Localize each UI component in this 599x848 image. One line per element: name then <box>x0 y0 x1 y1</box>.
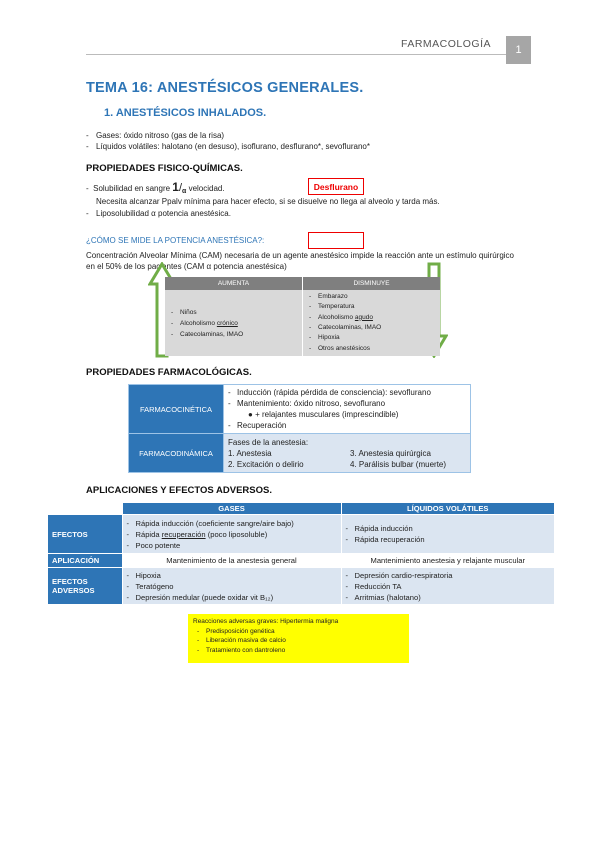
list-item: Catecolaminas, IMAO <box>171 329 301 340</box>
item-text: Alcoholismo <box>180 319 217 327</box>
cam-table: AUMENTA DISMINUYE Niños Alcoholismo crón… <box>165 277 440 356</box>
phase-item: 1. Anestesia <box>228 448 272 458</box>
list-item: Alcoholismo agudo <box>309 313 439 324</box>
list-item: Niños <box>171 307 301 318</box>
list-item: Rápida recuperación (poco liposoluble) <box>127 529 337 540</box>
desflurano-box: Desflurano <box>308 178 364 195</box>
row-efectos-label: EFECTOS <box>47 514 123 554</box>
efectos-liquidos: Rápida inducción Rápida recuperación <box>340 514 555 554</box>
list-item: Arritmias (halotano) <box>346 592 551 603</box>
header-title: FARMACOLOGÍA <box>400 38 491 50</box>
list-item: Tratamiento con dantroleno <box>197 646 404 656</box>
list-item: Liberación masiva de calcio <box>197 636 404 646</box>
potency-text: Concentración Alveolar Mínima (CAM) nece… <box>86 251 514 271</box>
list-item: Temperatura <box>309 302 439 313</box>
apps-table: GASES LÍQUIDOS VOLÁTILES EFECTOS Rápida … <box>47 502 555 605</box>
farmacocinetica-cell: Inducción (rápida pérdida de consciencia… <box>223 384 471 434</box>
adversos-liquidos: Depresión cardio-respiratoria Reducción … <box>340 567 555 605</box>
col-aumenta: AUMENTA <box>165 277 303 290</box>
lipo-list: Liposolubilidad α potencia anestésica. <box>86 208 386 219</box>
list-item: Líquidos volátiles: halotano (en desuso)… <box>86 141 506 152</box>
item-text: Alcoholismo <box>318 313 355 321</box>
label-farmacodinamica: FARMACODINÁMICA <box>128 433 224 473</box>
row-adversos-label: EFECTOS ADVERSOS <box>47 567 123 605</box>
item-text: + relajantes musculares (imprescindible) <box>255 410 399 419</box>
fraction-den: α <box>182 188 187 195</box>
aumenta-cell: Niños Alcoholismo crónico Catecolaminas,… <box>165 290 303 356</box>
list-item: Gases: óxido nitroso (gas de la risa) <box>86 130 506 141</box>
col-gases: GASES <box>121 502 342 515</box>
list-item: Poco potente <box>127 540 337 551</box>
list-item: Otros anestésicos <box>309 344 439 355</box>
list-item: Liposolubilidad α potencia anestésica. <box>86 208 386 219</box>
kin-sub-item: ● + relajantes musculares (imprescindibl… <box>248 410 399 419</box>
solubility-line: - Solubilidad en sangre 1/α velocidad. <box>86 180 225 195</box>
item-underlined: recuperación <box>161 529 206 539</box>
aplicacion-liquidos: Mantenimiento anestesia y relajante musc… <box>340 553 555 568</box>
disminuye-cell: Embarazo Temperatura Alcoholismo agudo C… <box>302 290 440 356</box>
physchem-heading: PROPIEDADES FISICO-QUÍMICAS. <box>86 163 243 174</box>
halotano-box <box>308 232 364 249</box>
list-item: Alcoholismo crónico <box>171 318 301 329</box>
efectos-gases: Rápida inducción (coeficiente sangre/air… <box>121 514 342 554</box>
list-item: Recuperación <box>228 420 466 431</box>
list-item: Depresión medular (puede oxidar vit B₁₂) <box>127 592 337 603</box>
phase-item: 3. Anestesia quirúrgica <box>350 448 431 458</box>
solubility-note: Necesita alcanzar Ppalv mínima para hace… <box>96 197 440 206</box>
col-liquidos: LÍQUIDOS VOLÁTILES <box>340 502 555 515</box>
list-item: Depresión cardio-respiratoria <box>346 570 551 581</box>
list-item: Hipoxia <box>309 333 439 344</box>
header-divider <box>86 54 506 55</box>
item-underlined: agudo <box>354 313 373 321</box>
pharm-table: FARMACOCINÉTICA Inducción (rápida pérdid… <box>128 384 471 473</box>
solubility-suffix: velocidad. <box>188 184 225 193</box>
list-item: Rápida inducción (coeficiente sangre/air… <box>127 518 337 529</box>
phase-item: 2. Excitación o delirio <box>228 459 304 469</box>
intro-list: Gases: óxido nitroso (gas de la risa) Lí… <box>86 130 506 152</box>
list-item: Reducción TA <box>346 581 551 592</box>
apps-heading: APLICACIONES Y EFECTOS ADVERSOS. <box>86 485 272 496</box>
list-item: Catecolaminas, IMAO <box>309 323 439 334</box>
corner-cell <box>47 502 122 515</box>
item-tail: (poco liposoluble) <box>205 529 268 539</box>
warning-title: Reacciones adversas graves: Hipertermia … <box>193 618 339 625</box>
item-underlined: crónico <box>216 319 238 327</box>
list-item: Hipoxia <box>127 570 337 581</box>
fraction-num: 1 <box>172 180 179 194</box>
item-text: Rápida <box>135 529 162 539</box>
phase-item: 4. Parálisis bulbar (muerte) <box>350 459 447 469</box>
potency-question: ¿CÓMO SE MIDE LA POTENCIA ANESTÉSICA?: <box>86 236 265 245</box>
phases-title: Fases de la anestesia: <box>228 437 309 447</box>
list-item: Inducción (rápida pérdida de consciencia… <box>228 387 466 398</box>
list-item: Predisposición genética <box>197 627 404 637</box>
col-disminuye: DISMINUYE <box>302 277 440 290</box>
list-item: Rápida recuperación <box>346 534 551 545</box>
list-item: Embarazo <box>309 292 439 303</box>
solubility-text: Solubilidad en sangre <box>93 184 173 193</box>
section-heading: 1. ANESTÉSICOS INHALADOS. <box>104 107 267 119</box>
page-number: 1 <box>506 36 531 64</box>
row-aplicacion-label: APLICACIÓN <box>47 553 123 568</box>
warning-box: Reacciones adversas graves: Hipertermia … <box>188 614 409 663</box>
aplicacion-gases: Mantenimiento de la anestesia general <box>121 553 342 568</box>
page-title: TEMA 16: ANESTÉSICOS GENERALES. <box>86 80 364 96</box>
adversos-gases: Hipoxia Teratógeno Depresión medular (pu… <box>121 567 342 605</box>
list-item: Rápida inducción <box>346 523 551 534</box>
pharm-heading: PROPIEDADES FARMACOLÓGICAS. <box>86 367 252 378</box>
label-farmacocinetica: FARMACOCINÉTICA <box>128 384 224 434</box>
farmacodinamica-cell: Fases de la anestesia: 1. Anestesia 3. An… <box>223 433 471 473</box>
list-item: Mantenimiento: óxido nitroso, sevofluran… <box>228 398 466 409</box>
list-item: Teratógeno <box>127 581 337 592</box>
